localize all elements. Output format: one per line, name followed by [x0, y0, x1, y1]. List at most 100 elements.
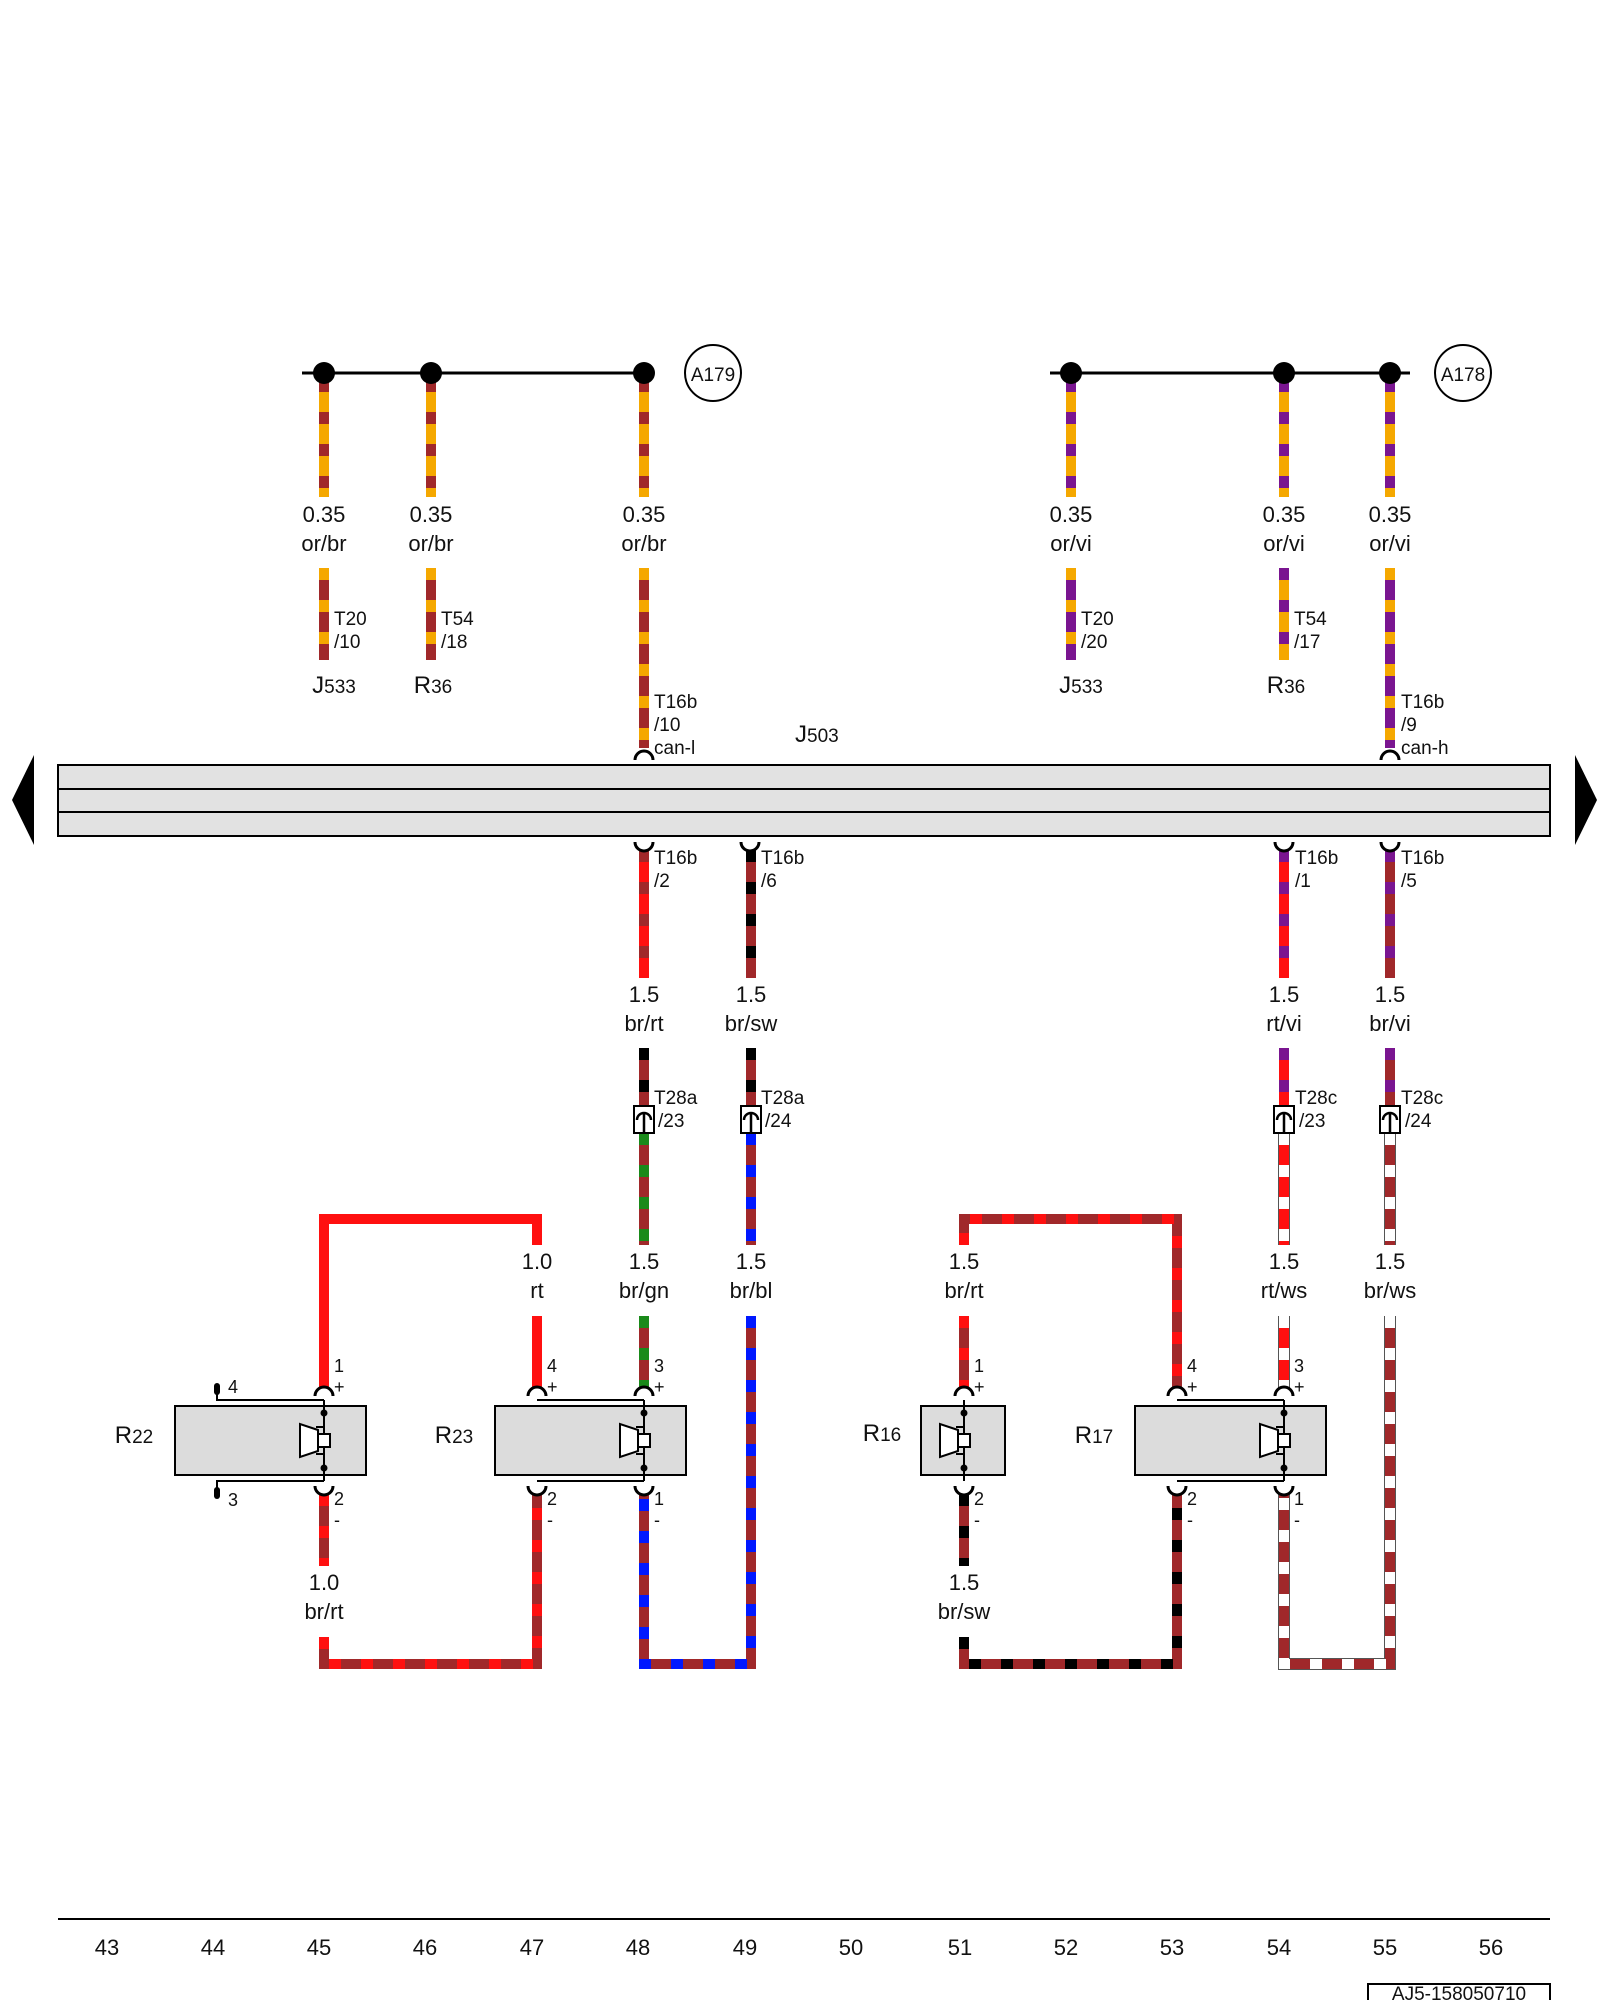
wire-segment[interactable] — [959, 1494, 1182, 1669]
grid-number: 47 — [520, 1935, 544, 1960]
wire-size: 1.5 — [949, 1249, 980, 1274]
pin-number: 4 — [228, 1377, 238, 1397]
wire-segment[interactable] — [1278, 1316, 1396, 1670]
pin-polarity: - — [1187, 1510, 1193, 1530]
grid-number: 51 — [948, 1935, 972, 1960]
connector-pin: /1 — [1295, 871, 1311, 892]
wire-color-code: rt — [530, 1278, 543, 1303]
speaker-r23[interactable] — [494, 1399, 687, 1482]
grid-number: 54 — [1267, 1935, 1291, 1960]
wire-color-code: br/rt — [304, 1599, 343, 1624]
pin-number: 4 — [547, 1356, 557, 1376]
grid-number: 52 — [1054, 1935, 1078, 1960]
component-ref-j533[interactable]: J533 — [312, 672, 356, 699]
inline-connector-symbol — [742, 1111, 760, 1132]
splice-node — [633, 362, 655, 384]
connector-id: T54 — [441, 609, 474, 630]
wire-segment[interactable] — [319, 1494, 542, 1669]
connector-id: T54 — [1294, 609, 1327, 630]
wire-color-code: br/bl — [730, 1278, 773, 1303]
connector-id: T28c — [1295, 1088, 1337, 1109]
component-label: R23 — [435, 1422, 473, 1449]
pin-connector-symbol — [1166, 1485, 1188, 1497]
wire-size: 1.5 — [629, 1249, 660, 1274]
pin-connector-symbol — [1273, 1485, 1295, 1497]
grid-number: 44 — [201, 1935, 225, 1960]
pin-connector-symbol — [1166, 1385, 1188, 1397]
pin-polarity: + — [1294, 1377, 1305, 1397]
connector-pin: /2 — [654, 871, 670, 892]
control-unit-label: J503 — [795, 721, 839, 748]
pin-connector-symbol — [1273, 1385, 1295, 1397]
pin-connector-symbol — [953, 1385, 975, 1397]
speaker-r22[interactable] — [174, 1384, 367, 1497]
connector-symbol — [633, 841, 655, 853]
connector-pin: /23 — [658, 1111, 684, 1132]
wire-size: 0.35 — [303, 502, 346, 527]
connector-pin: /9 — [1401, 715, 1417, 736]
wire-size: 1.5 — [736, 982, 767, 1007]
splice-node — [1273, 362, 1295, 384]
ground-ref-a179[interactable]: A179 — [684, 344, 742, 402]
connector-pin: /23 — [1299, 1111, 1325, 1132]
pin-connector-symbol — [313, 1385, 335, 1397]
pin-number: 3 — [228, 1490, 238, 1510]
pin-polarity: + — [654, 1377, 665, 1397]
wire-color-code: or/vi — [1263, 531, 1305, 556]
pin-connector-symbol — [526, 1385, 548, 1397]
wire-color-code: br/sw — [725, 1011, 778, 1036]
connector-symbol — [739, 841, 761, 853]
pin-connector-symbol — [633, 1485, 655, 1497]
component-label: R17 — [1075, 1422, 1113, 1449]
connector-id: T28a — [761, 1088, 805, 1109]
connector-pin: /6 — [761, 871, 777, 892]
component-ref-r36[interactable]: R36 — [414, 672, 452, 699]
wire-segment[interactable] — [959, 1214, 1182, 1388]
footer-ref: AJ5-158050710 — [1392, 1984, 1526, 2000]
wire-layer — [319, 380, 1396, 1670]
connector-pin: /10 — [654, 715, 680, 736]
grid-number: 48 — [626, 1935, 650, 1960]
pin-polarity: + — [1187, 1377, 1198, 1397]
splice-node — [313, 362, 335, 384]
pin-connector-symbol — [953, 1485, 975, 1497]
ground-ref-a178[interactable]: A178 — [1434, 344, 1492, 402]
component-ref-j533[interactable]: J533 — [1059, 672, 1103, 699]
pin-polarity: - — [334, 1510, 340, 1530]
connector-id: T28a — [654, 1088, 698, 1109]
component-label: R16 — [863, 1420, 901, 1447]
pin-stub — [214, 1487, 220, 1499]
wire-color-code: or/br — [408, 531, 453, 556]
wire-size: 1.0 — [309, 1570, 340, 1595]
splice-node — [1060, 362, 1082, 384]
pin-number: 2 — [1187, 1489, 1197, 1509]
pin-number: 2 — [334, 1489, 344, 1509]
wire-size: 0.35 — [410, 502, 453, 527]
speaker-r16[interactable] — [920, 1400, 1006, 1481]
wire-color-code: or/vi — [1050, 531, 1092, 556]
wire-size: 0.35 — [1050, 502, 1093, 527]
speaker-r17[interactable] — [1134, 1399, 1327, 1482]
pin-connector-symbol — [633, 1385, 655, 1397]
pin-polarity: + — [974, 1377, 985, 1397]
wire-size: 0.35 — [1369, 502, 1412, 527]
wire-size: 1.5 — [1375, 982, 1406, 1007]
connector-pin: /5 — [1401, 871, 1417, 892]
wire-segment[interactable] — [319, 1214, 542, 1388]
ground-ref-label: A178 — [1441, 365, 1485, 386]
grid-number: 50 — [839, 1935, 863, 1960]
connector-pin: /20 — [1081, 632, 1107, 653]
wire-size: 1.5 — [629, 982, 660, 1007]
splice-node — [1379, 362, 1401, 384]
connector-id: T16b — [1295, 848, 1338, 869]
grid-number: 55 — [1373, 1935, 1397, 1960]
component-ref-r36[interactable]: R36 — [1267, 672, 1305, 699]
wire-segment[interactable] — [639, 1316, 756, 1669]
connector-pin: /10 — [334, 632, 360, 653]
wire-color-code: or/br — [301, 531, 346, 556]
control-unit-j503[interactable] — [57, 764, 1551, 837]
connector-id: T20 — [1081, 609, 1114, 630]
grid-number: 56 — [1479, 1935, 1503, 1960]
continuation-arrow-right[interactable] — [1575, 755, 1597, 845]
continuation-arrow-left[interactable] — [12, 755, 34, 845]
